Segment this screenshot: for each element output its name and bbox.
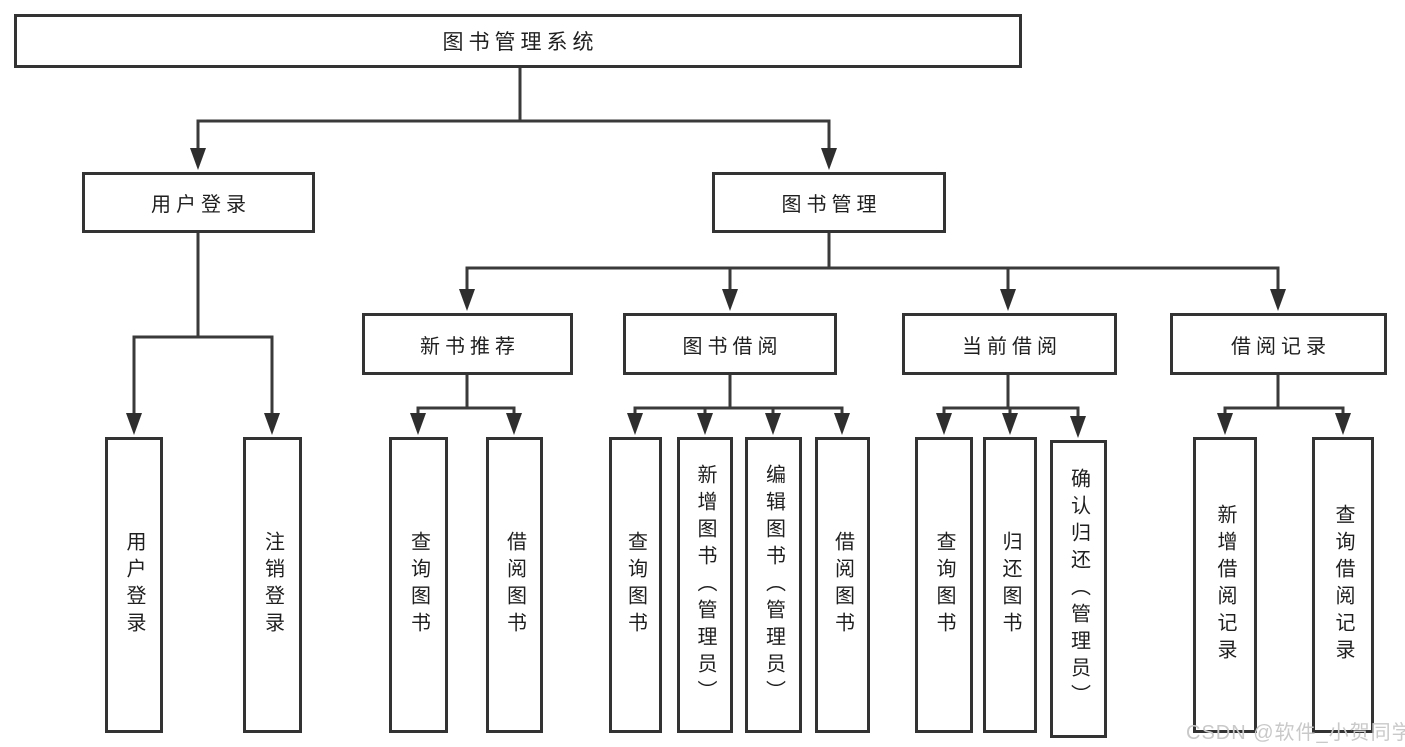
leaf-add-books-admin: 新增图书（管理员）	[677, 437, 733, 733]
leaf-logout: 注销登录	[243, 437, 302, 733]
node-library-management-system: 图书管理系统	[14, 14, 1022, 68]
node-borrowing-records: 借阅记录	[1170, 313, 1387, 375]
node-user-login: 用户登录	[82, 172, 315, 233]
leaf-query-books-current: 查询图书	[915, 437, 973, 733]
node-book-management: 图书管理	[712, 172, 946, 233]
node-book-borrowing: 图书借阅	[623, 313, 837, 375]
leaf-query-books-borrowing: 查询图书	[609, 437, 662, 733]
leaf-query-borrow-record: 查询借阅记录	[1312, 437, 1374, 733]
leaf-user-login: 用户登录	[105, 437, 163, 733]
leaf-confirm-return-admin: 确认归还（管理员）	[1050, 440, 1107, 738]
arrowheads	[126, 148, 1351, 438]
leaf-edit-books-admin: 编辑图书（管理员）	[745, 437, 802, 733]
node-new-book-recommend: 新书推荐	[362, 313, 573, 375]
leaf-borrow-books-recommend: 借阅图书	[486, 437, 543, 733]
leaf-query-books-recommend: 查询图书	[389, 437, 448, 733]
leaf-borrow-books: 借阅图书	[815, 437, 870, 733]
leaf-add-borrow-record: 新增借阅记录	[1193, 437, 1257, 733]
csdn-watermark: CSDN @软件_小贺同学	[1186, 722, 1405, 744]
node-current-borrowing: 当前借阅	[902, 313, 1117, 375]
leaf-return-books: 归还图书	[983, 437, 1037, 733]
